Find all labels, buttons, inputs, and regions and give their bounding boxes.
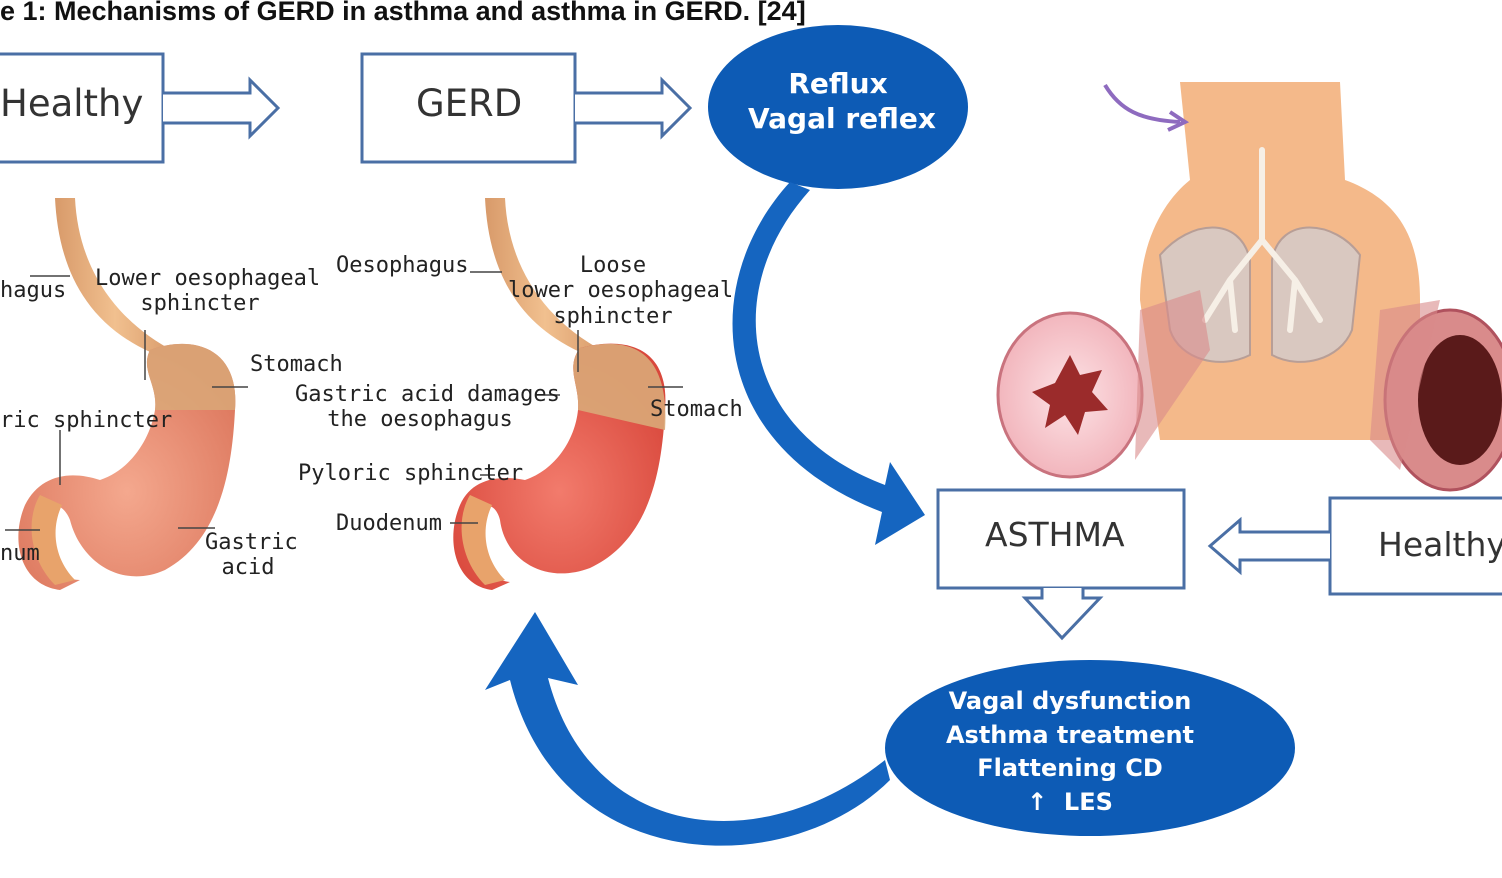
up-arrow-icon: ↑ xyxy=(1027,787,1048,816)
gerd-stomach-leaders xyxy=(450,271,683,524)
top-oval-text: Reflux Vagal reflex xyxy=(748,66,936,136)
vagal-dysfunction-label: Vagal dysfunction xyxy=(948,687,1192,715)
gerd-stomach-label: Stomach xyxy=(650,397,743,422)
gerd-duodenum-label: Duodenum xyxy=(336,511,442,536)
figure-title: e 1: Mechanisms of GERD in asthma and as… xyxy=(0,0,806,26)
gerd-label: GERD xyxy=(416,82,523,125)
asthma-to-gerd-curved-arrow xyxy=(485,612,890,846)
healthy-oesophagus-label: hagus xyxy=(0,278,67,303)
vagal-reflex-label: Vagal reflex xyxy=(748,102,936,135)
healthy-right-label: Healthy xyxy=(1378,525,1502,564)
asthma-treatment-label: Asthma treatment xyxy=(945,720,1195,749)
reflux-oval xyxy=(708,25,968,189)
gerd-loose-line2: lower oesophageal xyxy=(508,278,734,304)
healthy-to-gerd-arrow xyxy=(163,76,281,140)
healthy-to-asthma-arrow xyxy=(1207,516,1330,576)
reflux-to-asthma-curved-arrow xyxy=(732,182,925,545)
healthy-right-box xyxy=(1328,496,1502,596)
gerd-damage-line1: Gastric acid damages xyxy=(295,382,560,407)
vagal-dysfunction-oval xyxy=(885,660,1295,836)
gerd-loose-les-label: Loose lower oesophageal sphincter xyxy=(508,253,734,329)
gerd-damage-line2: the oesophagus xyxy=(327,407,513,433)
lungs-illustration xyxy=(996,82,1502,492)
flattening-cd-label: Flattening CD xyxy=(977,754,1163,783)
les-line: ↑ LES xyxy=(920,786,1220,820)
gerd-pyloric-label: Pyloric sphincter xyxy=(298,461,524,486)
healthy-stomach-illustration xyxy=(18,198,236,590)
asthma-down-arrow xyxy=(1021,588,1104,641)
healthy-left-label: Healthy xyxy=(0,82,144,125)
healthy-les-line1: Lower oesophageal xyxy=(95,266,321,291)
healthy-duodenum-label: num xyxy=(0,541,40,566)
healthy-pyloric-label: ric sphincter xyxy=(0,408,173,433)
gerd-stomach-illustration xyxy=(453,198,666,590)
healthy-gastric-line1: Gastric xyxy=(205,530,298,555)
gerd-oesophagus-label: Oesophagus xyxy=(336,253,469,278)
gerd-to-reflux-arrow xyxy=(575,76,693,140)
gerd-acid-damage-label: Gastric acid damages the oesophagus xyxy=(295,382,560,433)
les-label: LES xyxy=(1063,787,1113,816)
bottom-oval-text: Vagal dysfunction Asthma treatment Flatt… xyxy=(920,685,1220,819)
reflux-label: Reflux xyxy=(788,67,888,100)
healthy-gastric-line2: acid xyxy=(221,555,275,581)
asthma-label: ASTHMA xyxy=(985,515,1125,554)
healthy-les-label: Lower oesophageal sphincter xyxy=(95,266,321,317)
gerd-loose-line1: Loose xyxy=(579,253,647,278)
healthy-gastric-acid-label: Gastric acid xyxy=(205,530,298,581)
healthy-stomach-label: Stomach xyxy=(250,352,343,377)
gerd-loose-line3: sphincter xyxy=(553,303,673,329)
healthy-stomach-leaders xyxy=(5,275,248,531)
healthy-les-line2: sphincter xyxy=(140,291,260,317)
